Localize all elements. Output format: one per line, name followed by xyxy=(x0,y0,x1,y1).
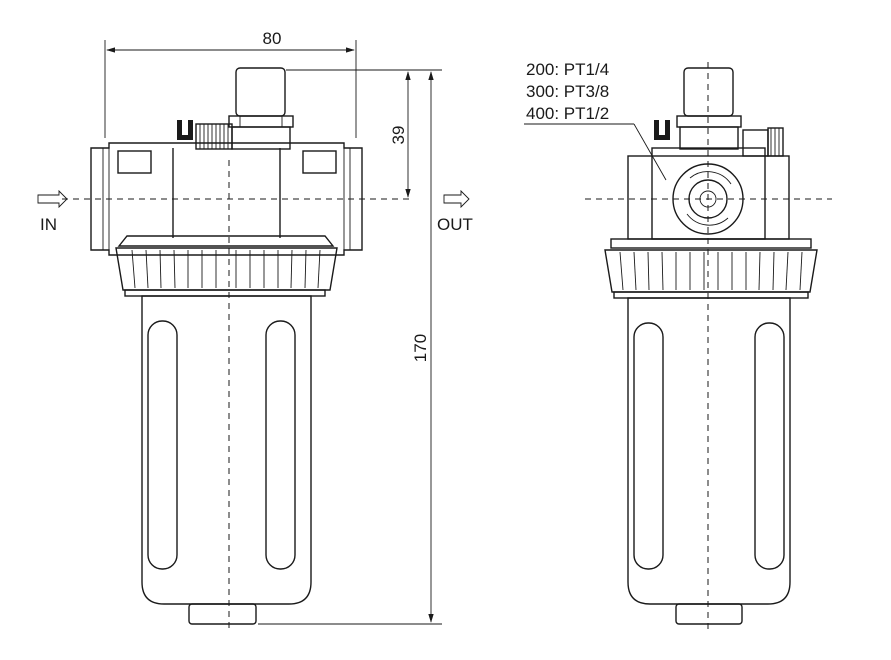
outlet-arrow-icon xyxy=(443,189,470,209)
front-view: 80 xyxy=(37,29,473,632)
bowl xyxy=(141,295,312,625)
upper-height-dimension: 39 xyxy=(286,69,442,198)
thread-size-200: 200: PT1/4 xyxy=(526,60,609,79)
total-height-label: 170 xyxy=(411,334,430,362)
drip-adjust-knob xyxy=(177,120,233,150)
side-bowl xyxy=(627,297,791,625)
thread-size-300: 300: PT3/8 xyxy=(526,82,609,101)
side-bowl-collar xyxy=(604,238,818,299)
side-view: 200: PT1/4 300: PT3/8 400: PT1/2 xyxy=(524,60,832,632)
side-filler-cap xyxy=(676,67,742,150)
total-height-dimension: 170 xyxy=(258,71,442,625)
bowl-collar xyxy=(115,235,338,297)
width-dimension-label: 80 xyxy=(263,29,282,48)
upper-height-label: 39 xyxy=(389,126,408,145)
outlet-label: OUT xyxy=(437,215,473,234)
filler-cap xyxy=(228,67,294,150)
thread-size-400: 400: PT1/2 xyxy=(526,104,609,123)
side-drip-adjust-knob xyxy=(654,120,784,157)
inlet-arrow-icon xyxy=(37,189,68,209)
thread-size-table: 200: PT1/4 300: PT3/8 400: PT1/2 xyxy=(524,60,667,181)
width-dimension: 80 xyxy=(104,29,357,138)
inlet-label: IN xyxy=(40,215,57,234)
